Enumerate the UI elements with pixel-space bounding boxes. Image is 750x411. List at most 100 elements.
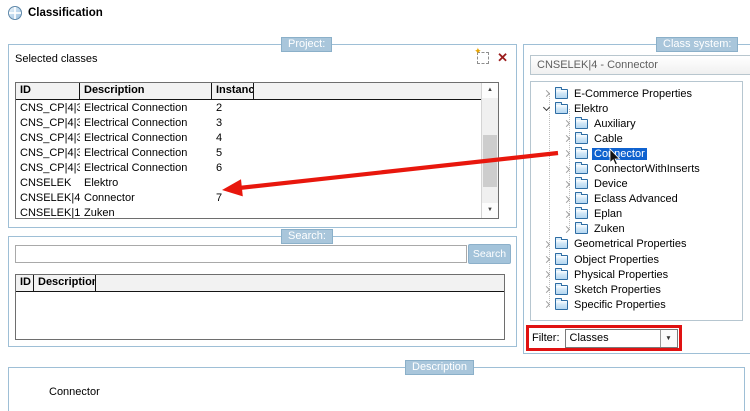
table-cell: 7 — [216, 191, 223, 204]
table-cell: CNS_CP|4|3 — [20, 131, 80, 144]
tree-item-physical-properties[interactable]: Physical Properties — [531, 267, 742, 282]
table-cell: CNS_CP|4|3 — [20, 161, 80, 174]
expand-icon[interactable] — [562, 165, 571, 173]
tree-item-cable[interactable]: Cable — [531, 131, 742, 146]
tree-item-sketch-properties[interactable]: Sketch Properties — [531, 282, 742, 297]
tree-item-elektro[interactable]: Elektro — [531, 101, 742, 116]
column-header-filler — [96, 275, 504, 291]
column-header-instance: Instance — [212, 83, 254, 99]
tree-item-e-commerce-properties[interactable]: E-Commerce Properties — [531, 86, 742, 101]
description-badge: Description — [405, 360, 475, 375]
scrollbar-thumb[interactable] — [483, 135, 497, 187]
vertical-scrollbar[interactable]: ▲ ▼ — [481, 83, 498, 218]
tree-item-label: Zuken — [594, 223, 625, 236]
scrollbar-track[interactable] — [482, 98, 498, 203]
column-header-description: Description — [80, 83, 212, 99]
project-badge: Project: — [281, 37, 333, 52]
filter-highlight-box: Filter: Classes ▼ — [526, 325, 682, 351]
tree-item-label: Physical Properties — [574, 268, 669, 281]
tree-item-label: Device — [594, 178, 628, 191]
tree-item-label: Auxiliary — [594, 117, 636, 130]
search-button[interactable]: Search — [468, 244, 511, 264]
search-panel: Search: Search ID Description — [8, 229, 517, 347]
chevron-down-icon[interactable]: ▼ — [659, 329, 677, 347]
table-cell: Electrical Connection — [84, 161, 188, 174]
tree-item-label: Geometrical Properties — [574, 238, 687, 251]
table-cell: Electrical Connection — [84, 116, 188, 129]
expand-icon[interactable] — [562, 120, 571, 128]
expand-icon[interactable] — [562, 210, 571, 218]
class-system-badge: Class system: — [656, 37, 739, 52]
collapse-icon[interactable] — [542, 104, 551, 112]
folder-icon — [555, 101, 568, 114]
tree-item-object-properties[interactable]: Object Properties — [531, 252, 742, 267]
folder-icon — [555, 282, 568, 295]
expand-icon[interactable] — [542, 271, 551, 279]
expand-icon[interactable] — [562, 150, 571, 158]
folder-icon — [575, 116, 588, 129]
tree-item-label: E-Commerce Properties — [574, 87, 692, 100]
classification-icon — [8, 6, 22, 20]
table-cell: CNS_CP|4|3 — [20, 116, 80, 129]
tree-item-eplan[interactable]: Eplan — [531, 207, 742, 222]
table-cell: 2 — [216, 101, 223, 114]
tree-item-specific-properties[interactable]: Specific Properties — [531, 297, 742, 312]
tree-item-connectorwithinserts[interactable]: ConnectorWithInserts — [531, 161, 742, 176]
tree-item-zuken[interactable]: Zuken — [531, 222, 742, 237]
tree-item-device[interactable]: Device — [531, 177, 742, 192]
expand-icon[interactable] — [562, 135, 571, 143]
folder-icon — [575, 222, 588, 235]
search-results-table: ID Description — [15, 274, 505, 340]
filter-dropdown[interactable]: Classes ▼ — [564, 328, 678, 348]
folder-icon — [575, 192, 588, 205]
folder-icon — [575, 177, 588, 190]
tree-item-label: Elektro — [574, 102, 609, 115]
selected-classes-table: ID Description Instance CNS_CP|4|3Electr… — [15, 82, 499, 219]
description-text: Connector — [49, 386, 100, 398]
tree-item-label: Eplan — [594, 208, 623, 221]
folder-icon — [555, 252, 568, 265]
tree-item-auxiliary[interactable]: Auxiliary — [531, 116, 742, 131]
search-badge: Search: — [281, 229, 333, 244]
table-cell: 6 — [216, 161, 223, 174]
expand-icon[interactable] — [542, 301, 551, 309]
tree-item-connector[interactable]: Connector — [531, 146, 742, 161]
tree-item-eclass-advanced[interactable]: Eclass Advanced — [531, 192, 742, 207]
folder-icon — [555, 237, 568, 250]
scroll-up-icon[interactable]: ▲ — [482, 83, 498, 98]
tree-item-label: Object Properties — [574, 253, 659, 266]
new-item-icon[interactable] — [474, 46, 490, 64]
folder-icon — [555, 267, 568, 280]
tree-item-geometrical-properties[interactable]: Geometrical Properties — [531, 237, 742, 252]
column-header-description: Description — [34, 275, 96, 291]
delete-icon[interactable]: ✕ — [497, 50, 508, 65]
tree-item-label: Cable — [594, 132, 623, 145]
filter-dropdown-value: Classes — [569, 331, 609, 344]
table-cell: Zuken — [84, 206, 115, 219]
expand-icon[interactable] — [542, 240, 551, 249]
scroll-down-icon[interactable]: ▼ — [482, 203, 498, 218]
table-row[interactable]: CNS_CP|4|3 Electrical Connection 6 — [16, 160, 498, 175]
search-table-header: ID Description — [16, 275, 504, 292]
expand-icon[interactable] — [562, 225, 571, 233]
tree-item-label: Eclass Advanced — [594, 193, 678, 206]
window-title: Classification — [28, 7, 103, 19]
expand-icon[interactable] — [542, 286, 551, 294]
table-cell: 4 — [216, 131, 223, 144]
project-panel: Project: Selected classes ✕ ID Descripti… — [8, 37, 517, 228]
expand-icon[interactable] — [562, 195, 571, 203]
description-panel: Description Connector — [8, 360, 745, 411]
expand-icon[interactable] — [562, 180, 571, 188]
expand-icon[interactable] — [542, 256, 551, 264]
search-input[interactable] — [15, 245, 467, 263]
expand-icon[interactable] — [542, 90, 551, 98]
